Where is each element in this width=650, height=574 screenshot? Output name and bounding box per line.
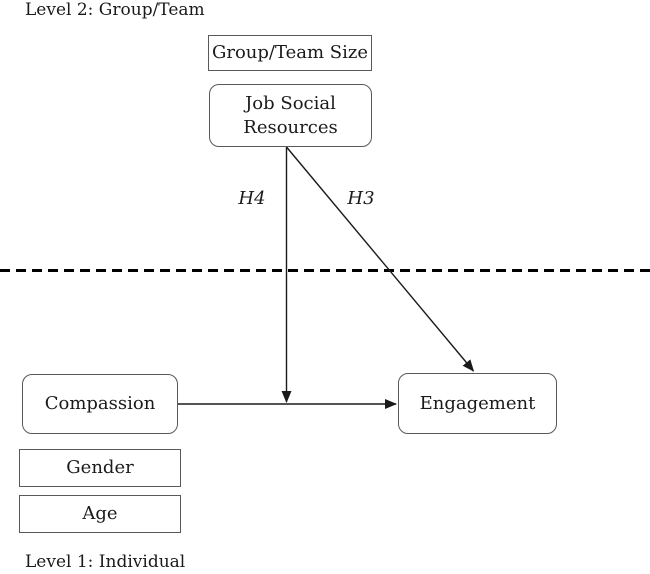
node-engagement-label: Engagement xyxy=(419,392,536,414)
node-engagement: Engagement xyxy=(398,373,557,434)
node-job-social-resources: Job Social Resources xyxy=(209,84,372,147)
level1-label: Level 1: Individual xyxy=(25,552,186,572)
node-job-social-resources-label: Job Social Resources xyxy=(243,93,338,138)
level2-label: Level 2: Group/Team xyxy=(25,0,205,20)
node-gender-label: Gender xyxy=(66,457,134,479)
node-compassion-label: Compassion xyxy=(44,393,156,415)
node-compassion: Compassion xyxy=(22,374,178,434)
node-age: Age xyxy=(19,495,181,533)
node-group-team-size-label: Group/Team Size xyxy=(211,42,368,64)
hypothesis-h4-label: H4 xyxy=(238,188,266,209)
h3-arrow xyxy=(285,146,475,372)
node-age-label: Age xyxy=(82,503,118,525)
node-group-team-size: Group/Team Size xyxy=(208,35,372,71)
node-gender: Gender xyxy=(19,449,181,487)
hypothesis-h3-label: H3 xyxy=(347,188,375,209)
